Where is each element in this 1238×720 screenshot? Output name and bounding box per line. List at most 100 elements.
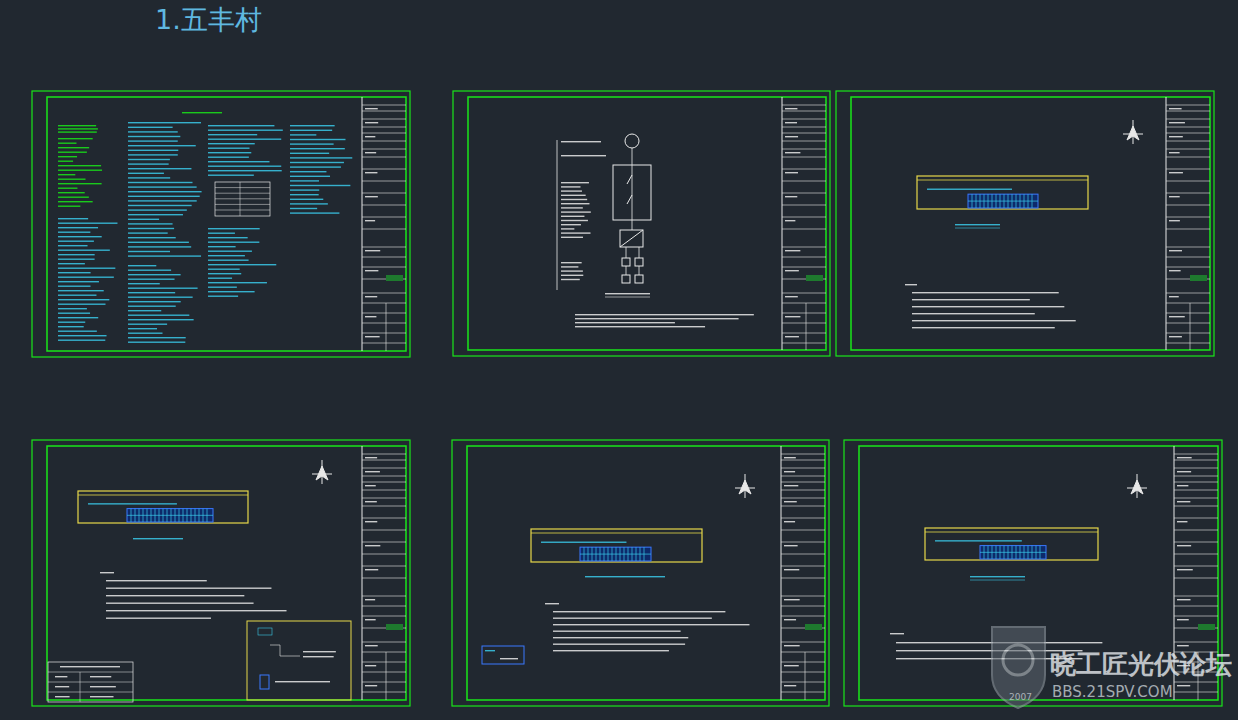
- text-stroke: [208, 255, 245, 256]
- text-stroke: [365, 501, 377, 502]
- title-block-row: [781, 542, 825, 543]
- caption-underline: [955, 228, 1000, 229]
- text-stroke: [784, 685, 796, 686]
- title-block-row: [1166, 105, 1210, 106]
- table-row: [215, 204, 270, 205]
- text-stroke: [1177, 619, 1189, 620]
- text-stroke: [303, 651, 336, 652]
- text-stroke: [58, 227, 98, 228]
- sheet-inner-frame: [47, 97, 406, 351]
- text-stroke: [290, 125, 335, 126]
- title-block-row: [1166, 217, 1210, 218]
- title-block-row: [1166, 205, 1210, 206]
- drawing-sheet: [836, 91, 1214, 356]
- roof-outline: [917, 176, 1088, 209]
- title-block-row: [1166, 193, 1210, 194]
- text-stroke: [128, 163, 169, 164]
- text-stroke: [208, 237, 248, 238]
- text-stroke: [58, 138, 93, 139]
- text-stroke: [500, 658, 518, 659]
- title-block-row: [782, 293, 826, 294]
- text-stroke: [575, 318, 739, 319]
- title-block-row: [362, 169, 406, 170]
- text-stroke: [785, 172, 798, 173]
- table-row: [48, 682, 133, 683]
- north-arrow-head: [1131, 480, 1143, 494]
- text-stroke: [1169, 122, 1185, 123]
- text-stroke: [208, 161, 269, 162]
- text-stroke: [365, 136, 375, 137]
- text-stroke: [58, 272, 91, 273]
- text-stroke: [58, 286, 90, 287]
- title-block-row: [781, 468, 825, 469]
- text-stroke: [90, 696, 114, 697]
- title-block-row: [1166, 333, 1210, 334]
- text-stroke: [561, 270, 583, 271]
- title-block-row: [362, 247, 406, 248]
- roof-ridge: [78, 495, 248, 496]
- title-block-row: [1174, 642, 1218, 643]
- text-stroke: [1169, 296, 1179, 297]
- text-stroke: [290, 134, 316, 135]
- text-stroke: [208, 278, 232, 279]
- text-stroke: [553, 611, 725, 612]
- text-stroke: [561, 275, 583, 276]
- text-stroke: [58, 188, 77, 189]
- text-stroke: [58, 174, 75, 175]
- sheet-outer-frame: [836, 91, 1214, 356]
- title-block-row: [781, 482, 825, 483]
- text-stroke: [58, 197, 89, 198]
- text-stroke: [785, 336, 799, 337]
- title-block-row: [362, 482, 406, 483]
- text-stroke: [1169, 316, 1185, 317]
- title-block-row: [1166, 323, 1210, 324]
- title-block-row: [782, 247, 826, 248]
- text-stroke: [208, 157, 249, 158]
- title-block-row: [782, 217, 826, 218]
- text-stroke: [58, 326, 84, 327]
- north-arrow-head: [1127, 126, 1139, 140]
- title-block-row: [1166, 127, 1210, 128]
- pv-module-edge: [968, 201, 1038, 202]
- sheet-inner-frame: [851, 97, 1210, 350]
- drawing-sheet: [32, 91, 410, 357]
- title-block-row: [1174, 454, 1218, 455]
- title-block-row: [781, 454, 825, 455]
- text-stroke: [561, 199, 587, 200]
- text-stroke: [58, 206, 80, 207]
- text-stroke: [1177, 501, 1190, 502]
- text-stroke: [785, 122, 797, 123]
- title-block-row: [362, 229, 406, 230]
- text-stroke: [290, 185, 350, 186]
- text-stroke: [58, 299, 109, 300]
- text-stroke: [890, 633, 904, 634]
- text-stroke: [785, 136, 798, 137]
- text-stroke: [58, 322, 85, 323]
- text-stroke: [128, 310, 161, 311]
- text-stroke: [128, 319, 194, 320]
- text-stroke: [290, 143, 334, 144]
- text-stroke: [58, 281, 99, 282]
- text-stroke: [128, 219, 159, 220]
- text-stroke: [208, 166, 281, 167]
- legend-leader: [270, 645, 300, 656]
- text-stroke: [58, 232, 90, 233]
- title-block-stamp: [1190, 275, 1207, 281]
- text-stroke: [290, 212, 339, 213]
- text-stroke: [128, 196, 200, 197]
- text-stroke: [58, 295, 96, 296]
- pv-module-edge: [980, 552, 1046, 553]
- text-stroke: [575, 326, 705, 327]
- text-stroke: [58, 218, 88, 219]
- text-stroke: [58, 183, 102, 184]
- text-stroke: [208, 175, 254, 176]
- title-block-row: [362, 313, 406, 314]
- text-stroke: [365, 250, 380, 251]
- text-stroke: [128, 223, 173, 224]
- text-stroke: [128, 342, 185, 343]
- title-block-row: [1166, 229, 1210, 230]
- title-block-row: [781, 530, 825, 531]
- text-stroke: [58, 241, 94, 242]
